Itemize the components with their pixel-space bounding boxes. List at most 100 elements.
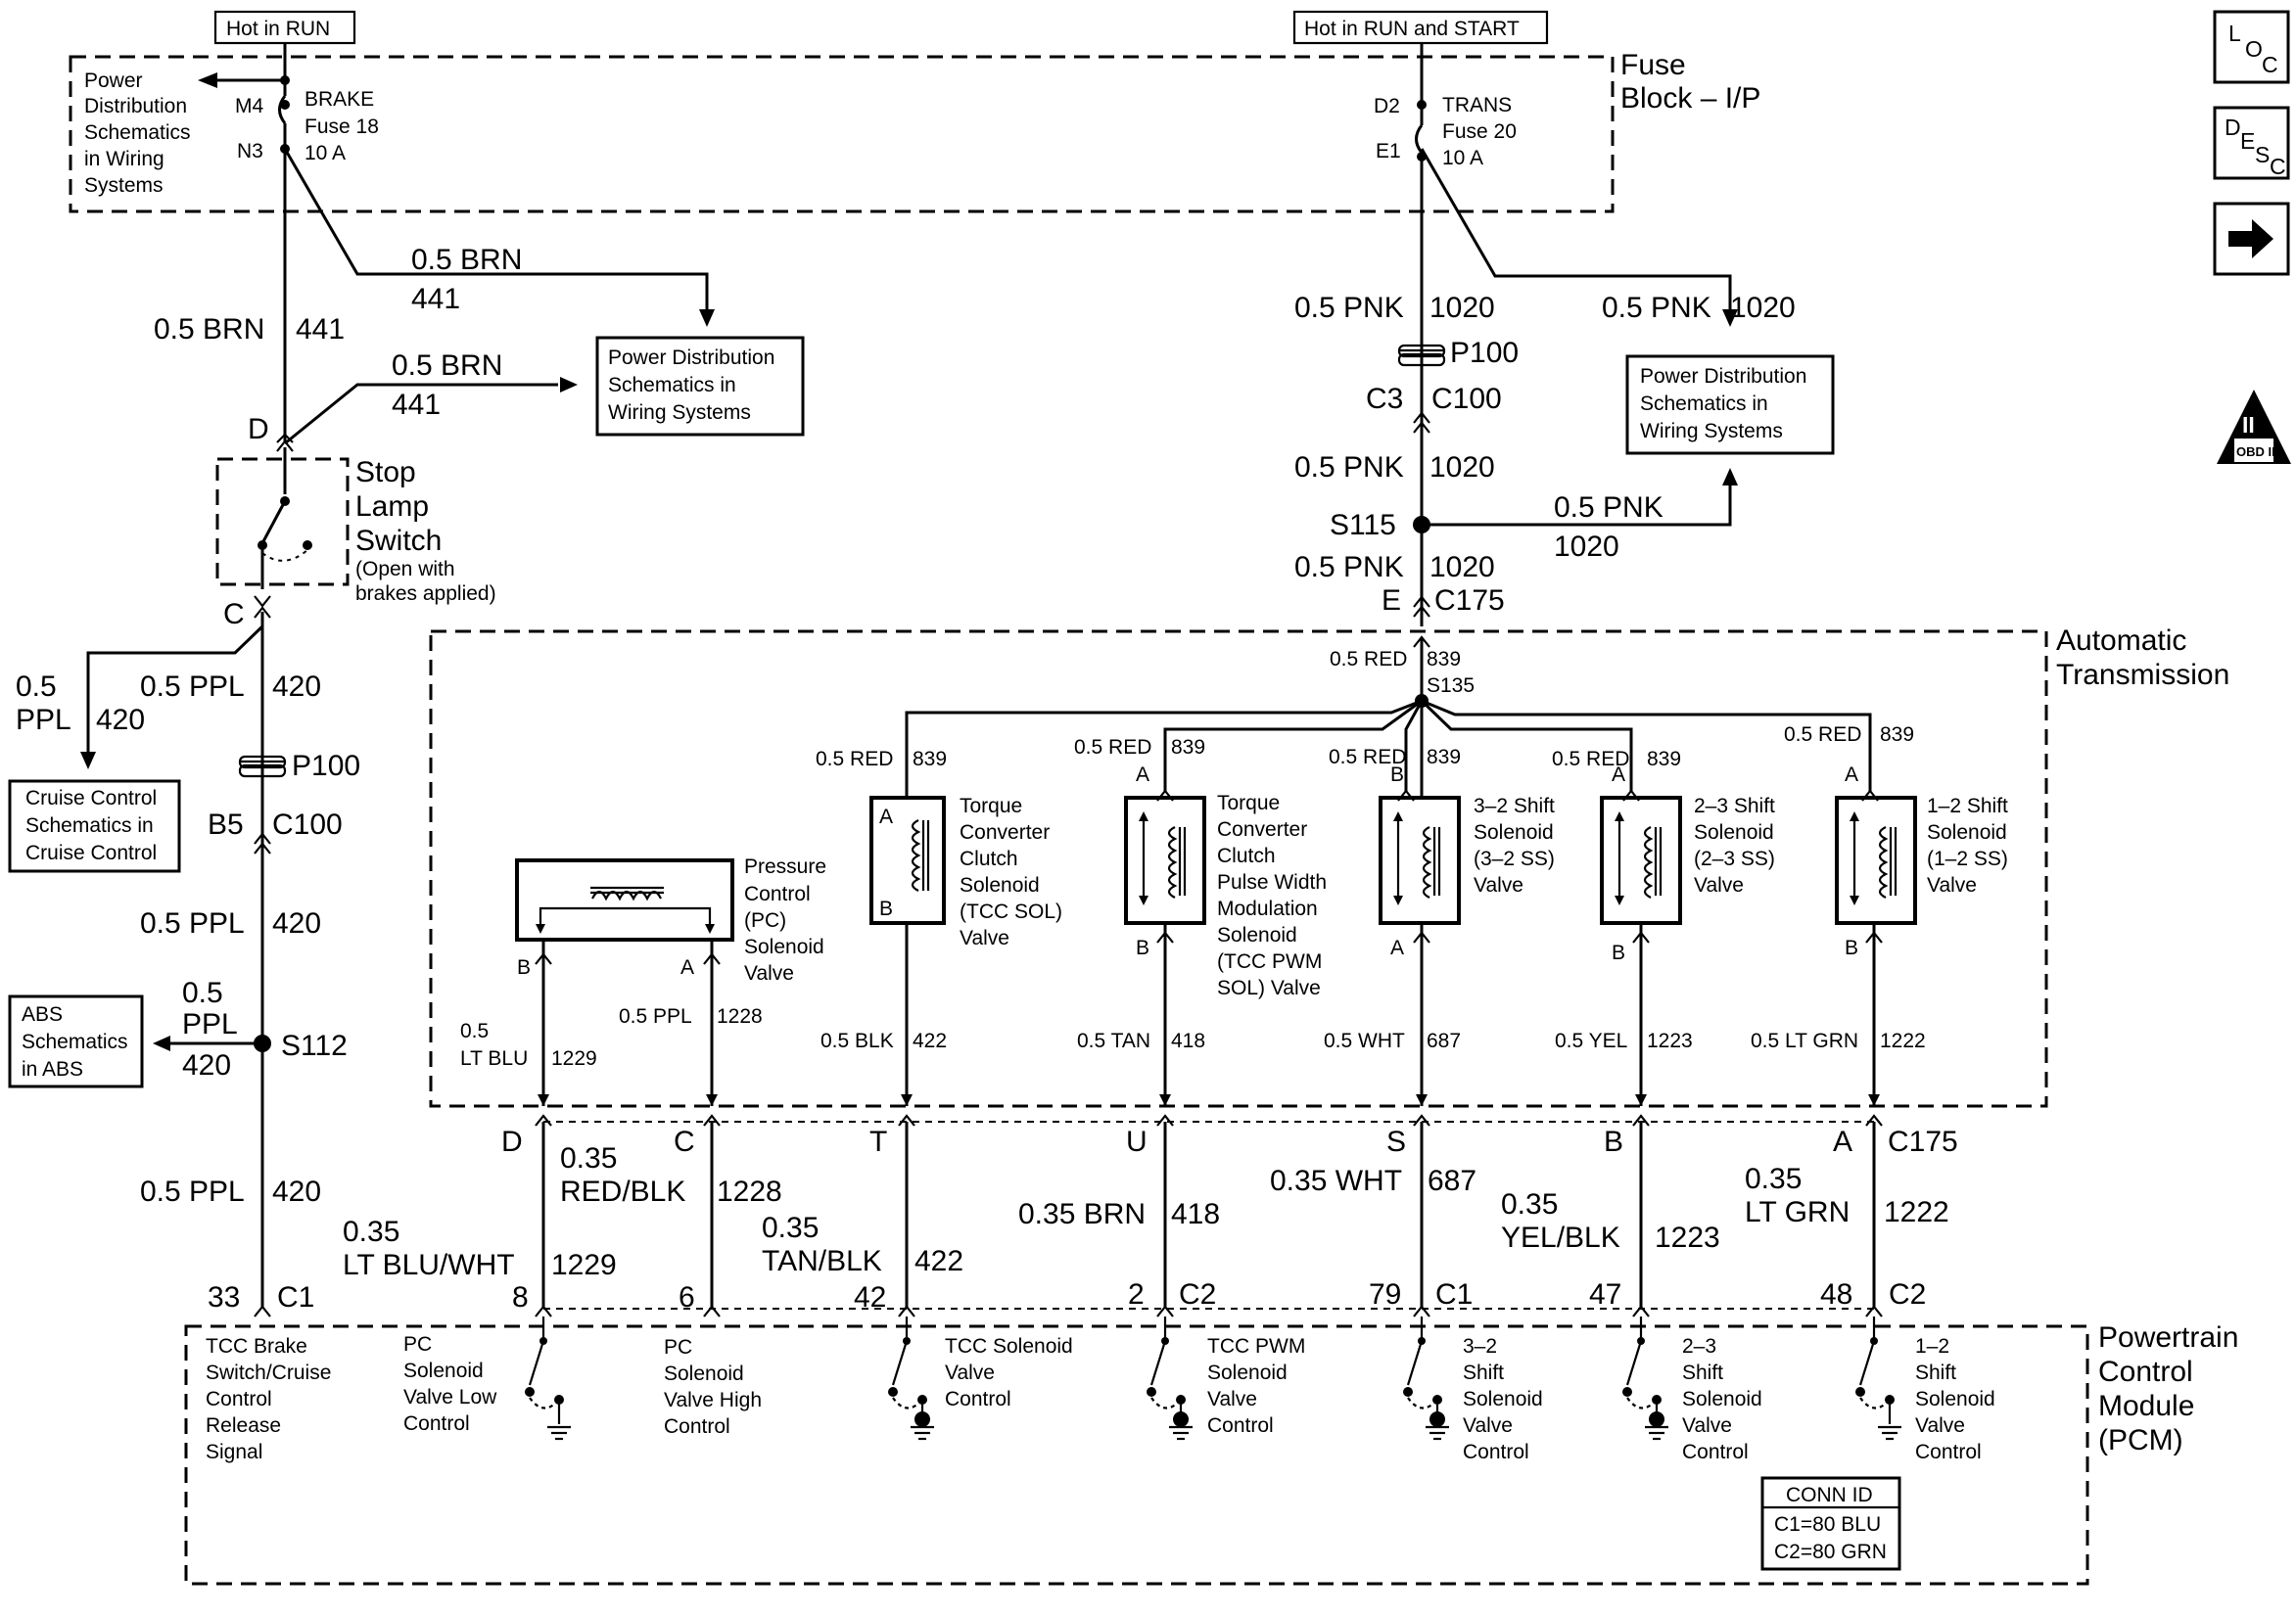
svg-text:3–2: 3–2 (1463, 1335, 1497, 1358)
svg-text:Valve: Valve (1463, 1414, 1513, 1437)
trans-arrowheads (538, 1094, 1880, 1106)
wire-label-ppl-left-a: 0.5 (16, 670, 57, 703)
wire-label-red-main: 0.5 RED (1330, 648, 1407, 670)
fuse-block-subtitle: Block – I/P (1620, 82, 1760, 115)
power-dist-box-2: Power Distribution Schematics in Wiring … (1625, 354, 1835, 455)
c175-pin-b: B (1604, 1126, 1623, 1158)
wire-circuit-422-a: 422 (913, 1030, 947, 1052)
svg-text:Wiring Systems: Wiring Systems (608, 401, 751, 424)
pc-pin-b: B (517, 956, 531, 979)
wire-circuit-839-23: 839 (1647, 748, 1681, 770)
tcc-pwm-solenoid (1124, 796, 1206, 1106)
svg-text:Schematics in: Schematics in (608, 374, 736, 396)
shift-solenoid-12 (1835, 796, 1917, 1106)
svg-text:Valve: Valve (945, 1362, 995, 1384)
c175-connector-label: C175 (1888, 1126, 1958, 1158)
pcm-signal-shift-23: 2–3 Shift Solenoid Valve Control (1682, 1335, 1762, 1463)
pcm-pin-47: 47 (1589, 1278, 1621, 1311)
brake-fuse: M4 N3 BRAKE Fuse 18 10 A (235, 43, 379, 164)
pc-solenoid (515, 858, 734, 1106)
svg-text:II: II (2242, 412, 2255, 438)
wire-circuit-420-b: 420 (272, 670, 321, 703)
wire-circuit-420-d: 420 (182, 1049, 231, 1082)
svg-text:Module: Module (2098, 1390, 2194, 1422)
svg-text:Control: Control (1463, 1441, 1529, 1463)
shift-12-pin-bot: B (1845, 937, 1858, 959)
automatic-transmission-subtitle: Transmission (2056, 659, 2229, 691)
wire-label-pnk-c: 0.5 PNK (1294, 451, 1404, 484)
pcm-pin-8: 8 (512, 1281, 529, 1314)
svg-text:N3: N3 (237, 140, 263, 162)
svg-text:Signal: Signal (206, 1441, 262, 1463)
wire-circuit-420-a: 420 (96, 704, 145, 736)
svg-text:(TCC SOL): (TCC SOL) (960, 901, 1062, 923)
abs-box: ABS Schematics in ABS (8, 994, 144, 1088)
svg-text:Hot in RUN and START: Hot in RUN and START (1304, 18, 1520, 40)
c175-connector-pins (535, 1114, 1883, 1127)
wire-circuit-441-a: 441 (411, 283, 460, 315)
wire-1223-color: YEL/BLK (1501, 1222, 1620, 1254)
loc-button[interactable]: L O C (2213, 10, 2290, 84)
wire-label-brn-a: 0.5 BRN (411, 244, 522, 276)
pcm-connector-c1-b: C1 (1435, 1278, 1473, 1311)
connector-c100-right: C100 (1431, 383, 1502, 415)
pcm-driver-switch (1622, 1317, 1668, 1441)
stop-lamp-switch-label: Stop Lamp Switch (Open with brakes appli… (355, 456, 496, 605)
svg-text:B: B (879, 898, 893, 920)
desc-button[interactable]: D E S C (2213, 106, 2290, 180)
svg-text:C: C (2262, 52, 2278, 77)
svg-text:Solenoid: Solenoid (960, 874, 1040, 897)
next-arrow-button[interactable] (2213, 202, 2290, 276)
svg-text:O: O (2245, 36, 2263, 62)
svg-text:2–3 Shift: 2–3 Shift (1694, 795, 1775, 817)
pcm-driver-switch (1147, 1317, 1193, 1441)
pcm-connector-c2-a: C2 (1179, 1278, 1216, 1311)
pcm-connector-c1-left: C1 (277, 1281, 314, 1314)
shift-12-label: 1–2 Shift Solenoid (1–2 SS) Valve (1927, 795, 2008, 897)
wire-circuit-1222-a: 1222 (1880, 1030, 1926, 1052)
wire-1229-color: LT BLU/WHT (343, 1249, 515, 1281)
pcm-pin-33: 33 (208, 1281, 240, 1314)
tcc-pwm-pin-b: B (1136, 937, 1149, 959)
pcm-driver-switch (1855, 1317, 1901, 1441)
svg-text:E1: E1 (1376, 140, 1401, 162)
wire-label-ppl-b: 0.5 PPL (140, 907, 245, 940)
svg-text:Valve High: Valve High (664, 1389, 762, 1411)
wire-422-color: TAN/BLK (762, 1245, 882, 1277)
svg-text:SOL) Valve: SOL) Valve (1217, 977, 1321, 999)
wire-label-ltblu-b: LT BLU (460, 1047, 528, 1070)
svg-text:Solenoid: Solenoid (1682, 1388, 1762, 1410)
wire-label-blk: 0.5 BLK (820, 1030, 894, 1052)
svg-text:Switch/Cruise: Switch/Cruise (206, 1362, 331, 1384)
pcm-connector-c2-b: C2 (1889, 1278, 1926, 1311)
c175-pin-t: T (869, 1126, 887, 1158)
c175-pin-u: U (1126, 1126, 1148, 1158)
wire-1228-size: 0.35 (560, 1142, 617, 1175)
shift-23-pin-top: A (1612, 763, 1625, 786)
pcm-signal-pc-low: PC Solenoid Valve Low Control (403, 1333, 497, 1435)
wire-1223-circuit: 1223 (1655, 1222, 1720, 1254)
svg-text:Valve: Valve (1207, 1388, 1257, 1410)
svg-text:D2: D2 (1374, 95, 1400, 117)
wire-1222-color: LT GRN (1745, 1196, 1850, 1228)
svg-text:S: S (2255, 142, 2270, 167)
c175-pin-a: A (1833, 1126, 1852, 1158)
shift-23-pin-bot: B (1612, 942, 1625, 964)
svg-text:Valve: Valve (1927, 874, 1977, 897)
p100-right: P100 (1397, 337, 1519, 369)
svg-text:TRANS: TRANS (1442, 94, 1512, 116)
svg-text:Control: Control (945, 1388, 1011, 1410)
conn-id-box: CONN ID C1=80 BLU C2=80 GRN (1760, 1476, 1901, 1571)
wire-label-ppl-c: 0.5 PPL (140, 1176, 245, 1208)
wire-circuit-1020-b: 1020 (1730, 292, 1796, 324)
svg-text:C2=80 GRN: C2=80 GRN (1774, 1541, 1887, 1563)
svg-text:Solenoid: Solenoid (664, 1363, 744, 1385)
svg-text:Schematics: Schematics (84, 121, 191, 144)
svg-text:Control: Control (403, 1412, 470, 1435)
wire-label-wht: 0.5 WHT (1324, 1030, 1405, 1052)
svg-text:M4: M4 (235, 95, 263, 117)
svg-text:(2–3 SS): (2–3 SS) (1694, 848, 1775, 870)
wire-418-circuit: 418 (1171, 1198, 1220, 1230)
svg-text:1–2: 1–2 (1915, 1335, 1949, 1358)
obd-ii-icon[interactable]: II OBD II (2217, 390, 2291, 464)
